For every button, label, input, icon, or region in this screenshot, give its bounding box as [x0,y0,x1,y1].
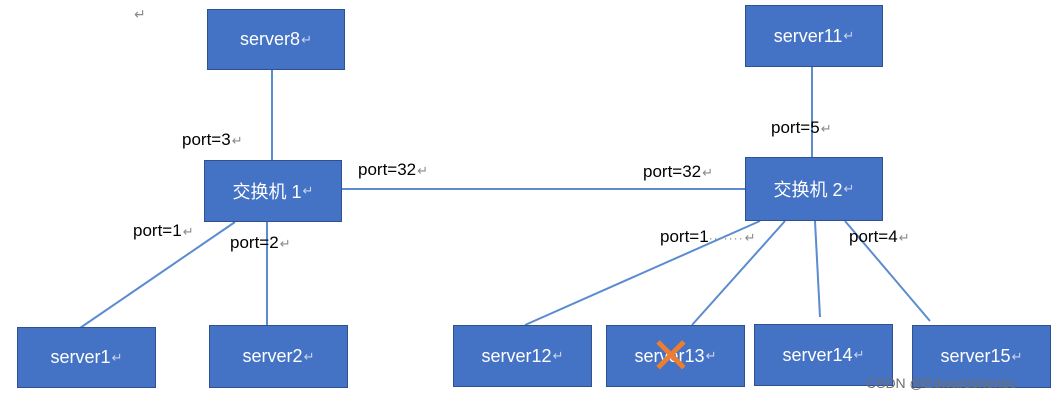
paragraph-mark: ↵ [705,348,717,363]
failed-cross-icon: ✕ [650,328,692,384]
server1-label: server1 [50,347,111,367]
server2-label: server2 [242,346,303,366]
port-label-sw2-down-right: port=4↵ [849,227,910,246]
port-label-sw1-up: port=3↵ [182,130,243,149]
port-label-sw2-link: port=32↵ [643,162,714,181]
paragraph-mark: ↵ [301,31,312,47]
link-switch2-server13 [691,220,786,326]
port-label-sw2-up: port=5↵ [771,118,832,137]
server2-box: server2↵ [209,325,348,388]
server13-box: server13↵ [606,325,745,387]
paragraph-mark: ↵ [853,347,865,362]
link-switch2-server15 [844,220,931,322]
server15-box: server15↵ [912,325,1051,388]
paragraph-mark: ↵ [843,181,855,196]
server15-label: server15 [940,346,1011,366]
switch1-box: 交换机 1↵ [204,160,342,222]
paragraph-mark: ↵ [1011,348,1023,364]
paragraph-mark: ↵ [303,348,315,364]
paragraph-mark: ↵ [552,348,564,363]
server12-label: server12 [481,345,552,366]
server8-box: server8↵ [207,9,345,70]
port-label-sw2-down-left: port=1·······↵ [660,227,756,246]
link-switch2-server14 [814,220,821,318]
server11-label: server11 [773,25,843,46]
port-label-sw1-left: port=1↵ [133,221,194,240]
link-switch1-server1 [79,221,236,329]
server14-label: server14 [782,344,853,365]
switch2-box: 交换机 2↵ [745,157,883,221]
server12-box: server12↵ [453,325,592,387]
paragraph-mark: ↵ [302,183,314,198]
server14-box: server14↵ [754,324,893,386]
port-label-sw1-down: port=2↵ [230,233,291,252]
paragraph-mark: ↵ [111,349,123,365]
switch2-label: 交换机 2 [773,180,843,200]
server11-box: server11↵ [745,5,883,67]
port-label-sw1-link: port=32↵ [358,160,429,179]
server1-box: server1↵ [17,327,156,388]
watermark: CSDN @Edwardshenbc [866,375,1017,391]
link-switch2-server12 [524,220,761,326]
switch1-label: 交换机 1 [232,182,302,202]
server13-label: server13 [634,345,705,366]
server8-label: server8 [240,29,301,49]
paragraph-mark: ↵ [843,28,855,43]
paragraph-mark: ↵ [134,6,146,22]
